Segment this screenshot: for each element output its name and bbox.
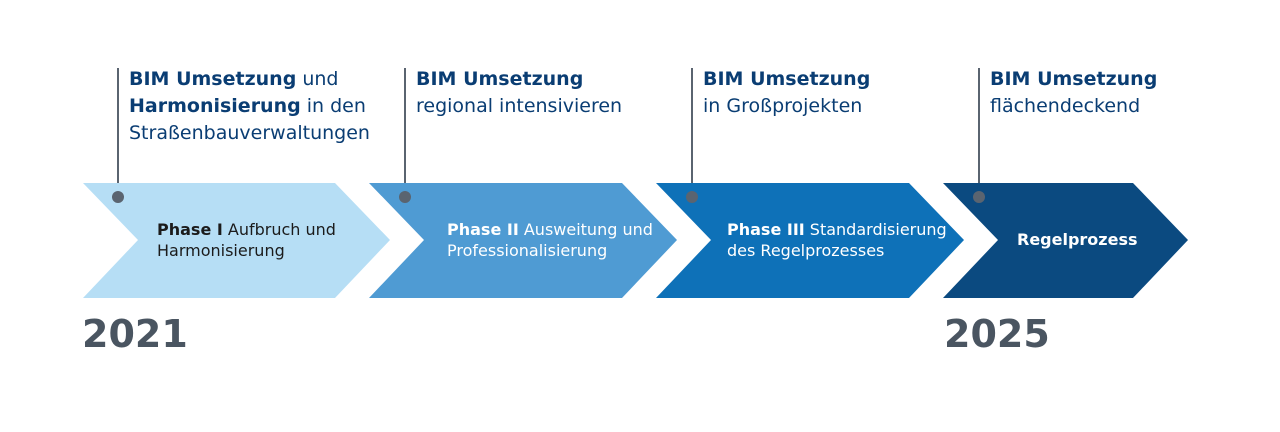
phase-3-desc-1: Standardisierung [804, 220, 947, 239]
phase-2-name: Phase II [447, 220, 519, 239]
phase-2-desc-1: Ausweitung und [518, 220, 653, 239]
phase-1-name: Phase I [157, 220, 223, 239]
phase-chevron-2 [369, 183, 677, 298]
phase-2-desc-2: Professionalisierung [447, 241, 608, 260]
milestone-text-1: BIM Umsetzung und Harmonisierung in den … [129, 66, 370, 147]
milestone-text-2: BIM Umsetzung regional intensivieren [416, 66, 622, 120]
year-start: 2021 [82, 312, 188, 356]
milestone-1-bold-1: BIM Umsetzung [129, 68, 297, 90]
year-end: 2025 [944, 312, 1050, 356]
milestone-4-line-2: flächendeckend [990, 95, 1141, 117]
milestone-dot-3 [686, 191, 698, 203]
milestone-4-bold: BIM Umsetzung [990, 68, 1158, 90]
milestone-1-line-3: Straßenbauverwaltungen [129, 122, 370, 144]
phase-chevron-4 [943, 183, 1188, 298]
phase-label-4: Regelprozess [1017, 229, 1138, 250]
phase-3-desc-2: des Regelprozesses [727, 241, 885, 260]
phase-label-1: Phase I Aufbruch und Harmonisierung [157, 219, 336, 261]
phase-3-name: Phase III [727, 220, 805, 239]
milestone-1-bold-2: Harmonisierung [129, 95, 301, 117]
milestone-text-3: BIM Umsetzung in Großprojekten [703, 66, 870, 120]
milestone-dot-4 [973, 191, 985, 203]
phase-4-name: Regelprozess [1017, 230, 1138, 249]
phase-chevron-3 [656, 183, 964, 298]
milestone-2-bold: BIM Umsetzung [416, 68, 584, 90]
milestone-dot-1 [112, 191, 124, 203]
phase-1-desc-2: Harmonisierung [157, 241, 285, 260]
milestone-1-rest-2: in den [300, 95, 366, 117]
phase-chevron-1 [83, 183, 390, 298]
phase-label-3: Phase III Standardisierung des Regelproz… [727, 219, 947, 261]
milestone-text-4: BIM Umsetzung flächendeckend [990, 66, 1157, 120]
milestone-3-bold: BIM Umsetzung [703, 68, 871, 90]
phase-1-desc-1: Aufbruch und [222, 220, 336, 239]
milestone-2-line-2: regional intensivieren [416, 95, 623, 117]
milestone-1-rest-1: und [296, 68, 339, 90]
milestone-3-line-2: in Großprojekten [703, 95, 863, 117]
phase-label-2: Phase II Ausweitung und Professionalisie… [447, 219, 653, 261]
milestone-dot-2 [399, 191, 411, 203]
